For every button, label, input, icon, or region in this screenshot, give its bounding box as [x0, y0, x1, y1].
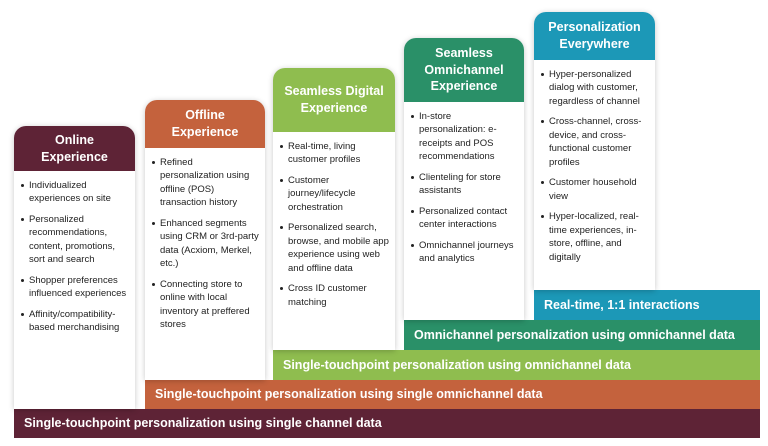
stage-title: Seamless Omnichannel Experience [404, 38, 524, 102]
band-label: Omnichannel personalization using omnich… [414, 327, 735, 342]
stage-bullet: Individualized experiences on site [21, 179, 129, 206]
stage-bullet: Customer journey/lifecycle orchestration [280, 174, 389, 214]
band-omnichannel: Omnichannel personalization using omnich… [404, 320, 760, 350]
stage-bullet: Cross-channel, cross-device, and cross-f… [541, 115, 649, 169]
stage-bullet: Affinity/compatibility-based merchandisi… [21, 308, 129, 335]
stage-bullet: Personalized search, browse, and mobile … [280, 221, 389, 275]
stage-title: Offline Experience [145, 100, 265, 148]
stage-title: Online Experience [14, 126, 135, 171]
stage-card-offline: Offline Experience Refined personalizati… [145, 100, 265, 380]
stage-bullet: Cross ID customer matching [280, 282, 389, 309]
stage-bullet-list: Individualized experiences on site Perso… [14, 171, 135, 335]
band-label: Single-touchpoint personalization using … [283, 357, 631, 372]
band-real-time: Real-time, 1:1 interactions [534, 290, 760, 320]
stage-bullet-list: Hyper-personalized dialog with customer,… [534, 60, 655, 264]
stage-bullet-list: Real-time, living customer profiles Cust… [273, 132, 395, 309]
band-single-channel: Single-touchpoint personalization using … [14, 409, 760, 438]
stage-bullet-list: Refined personalization using offline (P… [145, 148, 265, 332]
stage-bullet: Enhanced segments using CRM or 3rd-party… [152, 217, 259, 271]
stage-bullet: In-store personalization: e-receipts and… [411, 110, 518, 164]
band-single-omnichannel: Single-touchpoint personalization using … [145, 380, 760, 409]
stage-bullet-list: In-store personalization: e-receipts and… [404, 102, 524, 266]
band-label: Real-time, 1:1 interactions [544, 297, 700, 312]
stage-bullet: Real-time, living customer profiles [280, 140, 389, 167]
stage-title: Personalization Everywhere [534, 12, 655, 60]
stage-bullet: Connecting store to online with local in… [152, 278, 259, 332]
band-label: Single-touchpoint personalization using … [24, 416, 382, 431]
stage-card-seamless-omnichannel: Seamless Omnichannel Experience In-store… [404, 38, 524, 320]
stage-bullet: Personalized contact center interactions [411, 205, 518, 232]
stage-bullet: Customer household view [541, 176, 649, 203]
stage-bullet: Omnichannel journeys and analytics [411, 239, 518, 266]
stage-bullet: Personalized recommendations, content, p… [21, 213, 129, 267]
stage-bullet: Hyper-personalized dialog with customer,… [541, 68, 649, 108]
stage-title: Seamless Digital Experience [273, 68, 395, 132]
stage-card-personalization-everywhere: Personalization Everywhere Hyper-persona… [534, 12, 655, 290]
stage-bullet: Clienteling for store assistants [411, 171, 518, 198]
stage-bullet: Hyper-localized, real-time experiences, … [541, 210, 649, 264]
band-single-touchpoint-omnichannel: Single-touchpoint personalization using … [273, 350, 760, 380]
stage-bullet: Refined personalization using offline (P… [152, 156, 259, 210]
band-label: Single-touchpoint personalization using … [155, 387, 543, 402]
stage-bullet: Shopper preferences influenced experienc… [21, 274, 129, 301]
stage-card-online: Online Experience Individualized experie… [14, 126, 135, 409]
stage-card-seamless-digital: Seamless Digital Experience Real-time, l… [273, 68, 395, 350]
